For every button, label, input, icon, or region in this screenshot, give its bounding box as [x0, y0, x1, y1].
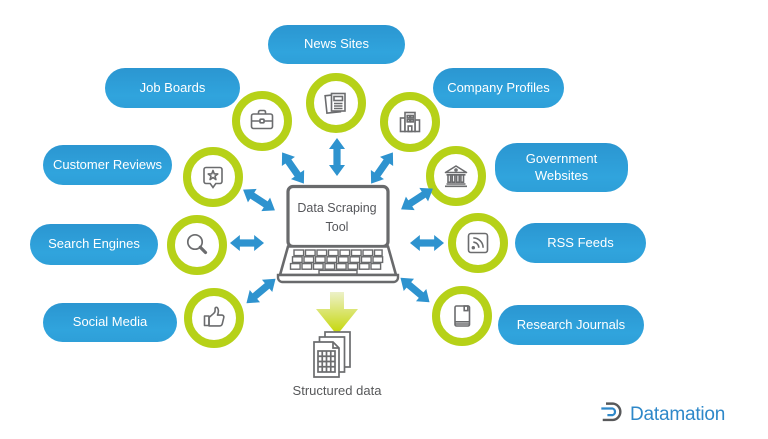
datamation-logo: Datamation	[599, 399, 725, 430]
customer-reviews-circle	[183, 147, 243, 207]
arrow-government-websites	[396, 181, 438, 217]
job-boards-circle	[232, 91, 292, 151]
structured-data-documents-icon	[308, 330, 356, 388]
source-pill-research-journals: Research Journals	[498, 305, 644, 345]
source-pill-search-engines: Search Engines	[30, 224, 158, 265]
company-profiles-circle	[380, 92, 440, 152]
search-engines-circle	[167, 215, 227, 275]
newspaper-icon	[321, 88, 351, 118]
source-pill-company-profiles: Company Profiles	[433, 68, 564, 108]
book-icon	[447, 301, 477, 331]
rss-feeds-circle	[448, 213, 508, 273]
government-websites-circle	[426, 146, 486, 206]
thumbs-up-icon	[199, 303, 229, 333]
datamation-d-icon	[599, 399, 627, 430]
arrow-company-profiles	[364, 147, 401, 188]
source-pill-customer-reviews: Customer Reviews	[43, 145, 172, 185]
source-pill-job-boards: Job Boards	[105, 68, 240, 108]
structured-data-label: Structured data	[292, 383, 382, 398]
arrow-search-engines	[230, 234, 264, 252]
arrow-social-media	[241, 272, 282, 310]
tool-label: Data Scraping Tool	[297, 201, 377, 234]
magnifier-icon	[182, 230, 212, 260]
arrow-news-sites	[328, 138, 346, 176]
brand-name: Datamation	[630, 403, 726, 425]
office-building-icon	[395, 107, 425, 137]
source-pill-rss-feeds: RSS Feeds	[515, 223, 646, 263]
source-pill-social-media: Social Media	[43, 303, 177, 342]
output-down-arrow	[314, 292, 360, 336]
arrow-research-journals	[395, 271, 436, 309]
news-sites-circle	[306, 73, 366, 133]
bank-icon	[441, 161, 471, 191]
arrow-customer-reviews	[238, 182, 280, 218]
rss-icon	[463, 228, 493, 258]
briefcase-icon	[247, 106, 277, 136]
star-review-bubble-icon	[198, 162, 228, 192]
social-media-circle	[184, 288, 244, 348]
source-pill-news-sites: News Sites	[268, 25, 405, 64]
arrow-rss-feeds	[410, 234, 444, 252]
source-pill-government-websites: Government Websites	[495, 143, 628, 192]
laptop-icon	[275, 184, 401, 284]
research-journals-circle	[432, 286, 492, 346]
arrow-job-boards	[275, 147, 312, 188]
